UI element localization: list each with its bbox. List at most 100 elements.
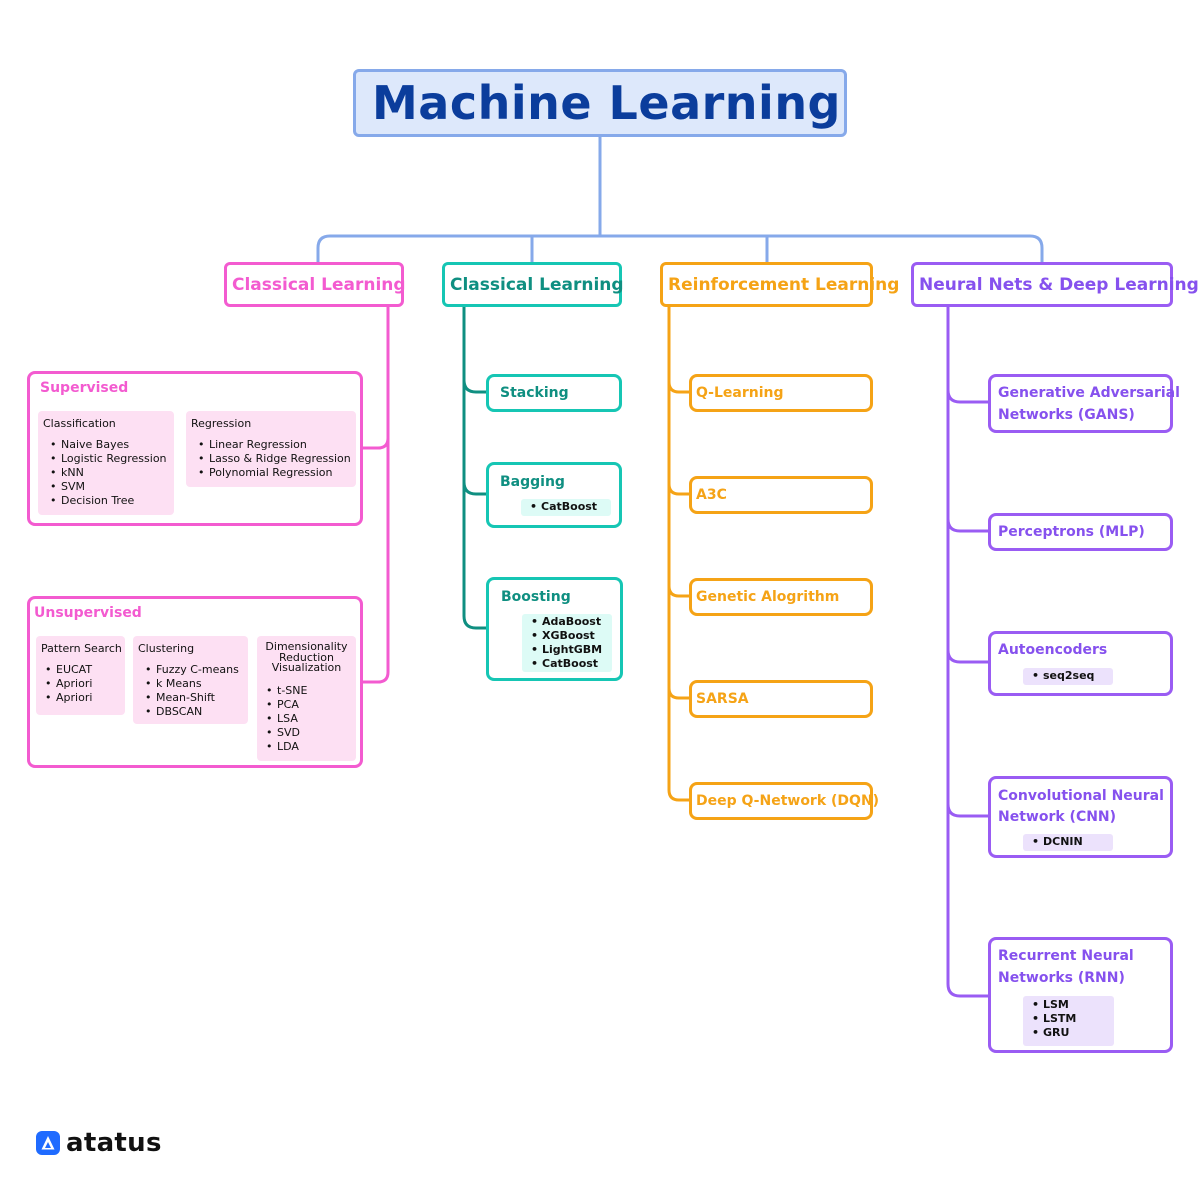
category-neural-nets: Neural Nets & Deep Learning [911, 262, 1199, 307]
list-item: Mean-Shift [136, 691, 239, 705]
autoencoders-node: Autoencoders seq2seq [988, 631, 1173, 696]
category-reinforcement-learning: Reinforcement Learning [660, 262, 899, 307]
cnn-chip: DCNIN [1023, 834, 1113, 851]
list-item: PCA [257, 698, 307, 712]
pink-trunk [362, 307, 390, 684]
list-item: SVM [41, 480, 167, 494]
pattern-search-box: Pattern Search EUCAT Apriori Apriori [36, 636, 125, 715]
page-title: Machine Learning [372, 76, 841, 130]
list-item: LSM [1023, 998, 1114, 1012]
list-item: LSTM [1023, 1012, 1114, 1026]
dimensionality-list: t-SNE PCA LSA SVD LDA [257, 684, 307, 754]
cnn-title-line2: Network (CNN) [998, 809, 1117, 825]
rl-title: Genetic Alogrithm [696, 589, 840, 605]
mlp-node: Perceptrons (MLP) [988, 513, 1173, 551]
category-classical-learning: Classical Learning [224, 262, 406, 307]
dimensionality-title: Dimensionality Reduction Visualization [257, 640, 356, 674]
supervised-title: Supervised [40, 380, 129, 396]
dimensionality-title-line: Reduction [279, 650, 334, 664]
classification-list: Naive Bayes Logistic Regression kNN SVM … [41, 438, 167, 508]
list-item: Fuzzy C-means [136, 663, 239, 677]
category-ensemble-learning: Classical Learning [442, 262, 624, 307]
autoencoders-chip: seq2seq [1023, 668, 1113, 685]
rnn-node: Recurrent Neural Networks (RNN) LSM LSTM… [988, 937, 1173, 1053]
list-item: GRU [1023, 1026, 1114, 1040]
cnn-title-line1: Convolutional Neural [998, 788, 1164, 804]
list-item: Logistic Regression [41, 452, 167, 466]
list-item: k Means [136, 677, 239, 691]
orange-branch-3 [667, 585, 689, 598]
list-item: Linear Regression [189, 438, 351, 452]
unsupervised-group: Unsupervised Pattern Search EUCAT Aprior… [27, 596, 363, 768]
purple-branch-auto [946, 649, 988, 664]
atatus-logo-text: atatus [66, 1128, 162, 1158]
list-item: Lasso & Ridge Regression [189, 452, 351, 466]
regression-box: Regression Linear Regression Lasso & Rid… [186, 411, 356, 487]
list-item: CatBoost [521, 500, 611, 514]
list-item: EUCAT [36, 663, 92, 677]
teal-trunk [462, 307, 488, 630]
boosting-chip: AdaBoost XGBoost LightGBM CatBoost [522, 614, 612, 672]
orange-trunk [667, 307, 689, 802]
pattern-search-title: Pattern Search [41, 642, 122, 655]
rl-title: A3C [696, 487, 727, 503]
list-item: Apriori [36, 677, 92, 691]
bagging-title: Bagging [500, 474, 565, 490]
mlp-title: Perceptrons (MLP) [998, 524, 1145, 540]
root-node: Machine Learning [353, 69, 847, 137]
gans-title-line2: Networks (GANS) [998, 407, 1135, 423]
category-label: Classical Learning [450, 274, 624, 295]
pink-branch-supervised [362, 437, 390, 450]
stacking-title: Stacking [500, 385, 569, 401]
rnn-chip: LSM LSTM GRU [1023, 996, 1114, 1046]
category-label: Reinforcement Learning [668, 274, 900, 295]
dimensionality-title-line: Dimensionality [265, 640, 348, 653]
rnn-title-line1: Recurrent Neural [998, 948, 1134, 964]
dimensionality-title-line: Visualization [271, 661, 342, 674]
purple-trunk [946, 307, 990, 998]
bagging-node: Bagging CatBoost [486, 462, 622, 528]
classification-box: Classification Naive Bayes Logistic Regr… [38, 411, 174, 515]
gans-node: Generative Adversarial Networks (GANS) [988, 374, 1180, 433]
list-item: LightGBM [522, 643, 612, 657]
rl-title: Deep Q-Network (DQN) [696, 793, 880, 809]
orange-branch-1 [667, 381, 689, 394]
gans-title-line1: Generative Adversarial [998, 385, 1180, 401]
q-learning-node: Q-Learning [689, 374, 873, 412]
list-item: AdaBoost [522, 615, 612, 629]
category-label: Classical Learning [232, 274, 406, 295]
list-item: Apriori [36, 691, 92, 705]
rl-title: Q-Learning [696, 385, 784, 401]
unsupervised-title: Unsupervised [34, 605, 142, 621]
list-item: Polynomial Regression [189, 466, 351, 480]
rl-title: SARSA [696, 691, 749, 707]
teal-branch-stacking [462, 379, 486, 394]
list-item: LDA [257, 740, 307, 754]
dqn-node: Deep Q-Network (DQN) [689, 782, 879, 820]
purple-branch-cnn [946, 803, 988, 818]
pattern-search-list: EUCAT Apriori Apriori [36, 663, 92, 705]
list-item: LSA [257, 712, 307, 726]
list-item: seq2seq [1023, 669, 1113, 683]
list-item: CatBoost [522, 657, 612, 671]
boosting-node: Boosting AdaBoost XGBoost LightGBM CatBo… [486, 577, 623, 681]
list-item: DCNIN [1023, 835, 1113, 849]
regression-list: Linear Regression Lasso & Ridge Regressi… [189, 438, 351, 480]
list-item: kNN [41, 466, 167, 480]
clustering-list: Fuzzy C-means k Means Mean-Shift DBSCAN [136, 663, 239, 719]
sarsa-node: SARSA [689, 680, 873, 718]
teal-branch-bagging [462, 481, 486, 496]
purple-branch-mlp [946, 518, 988, 533]
category-label: Neural Nets & Deep Learning [919, 274, 1199, 295]
purple-branch-gans [946, 389, 988, 404]
atatus-logo: atatus [36, 1128, 162, 1158]
orange-branch-2 [667, 483, 689, 496]
bagging-chip: CatBoost [521, 499, 611, 516]
list-item: Naive Bayes [41, 438, 167, 452]
a3c-node: A3C [689, 476, 873, 514]
stacking-node: Stacking [486, 374, 622, 412]
dimensionality-reduction-box: Dimensionality Reduction Visualization t… [257, 636, 356, 761]
orange-branch-4 [667, 687, 689, 700]
regression-title: Regression [191, 417, 252, 430]
